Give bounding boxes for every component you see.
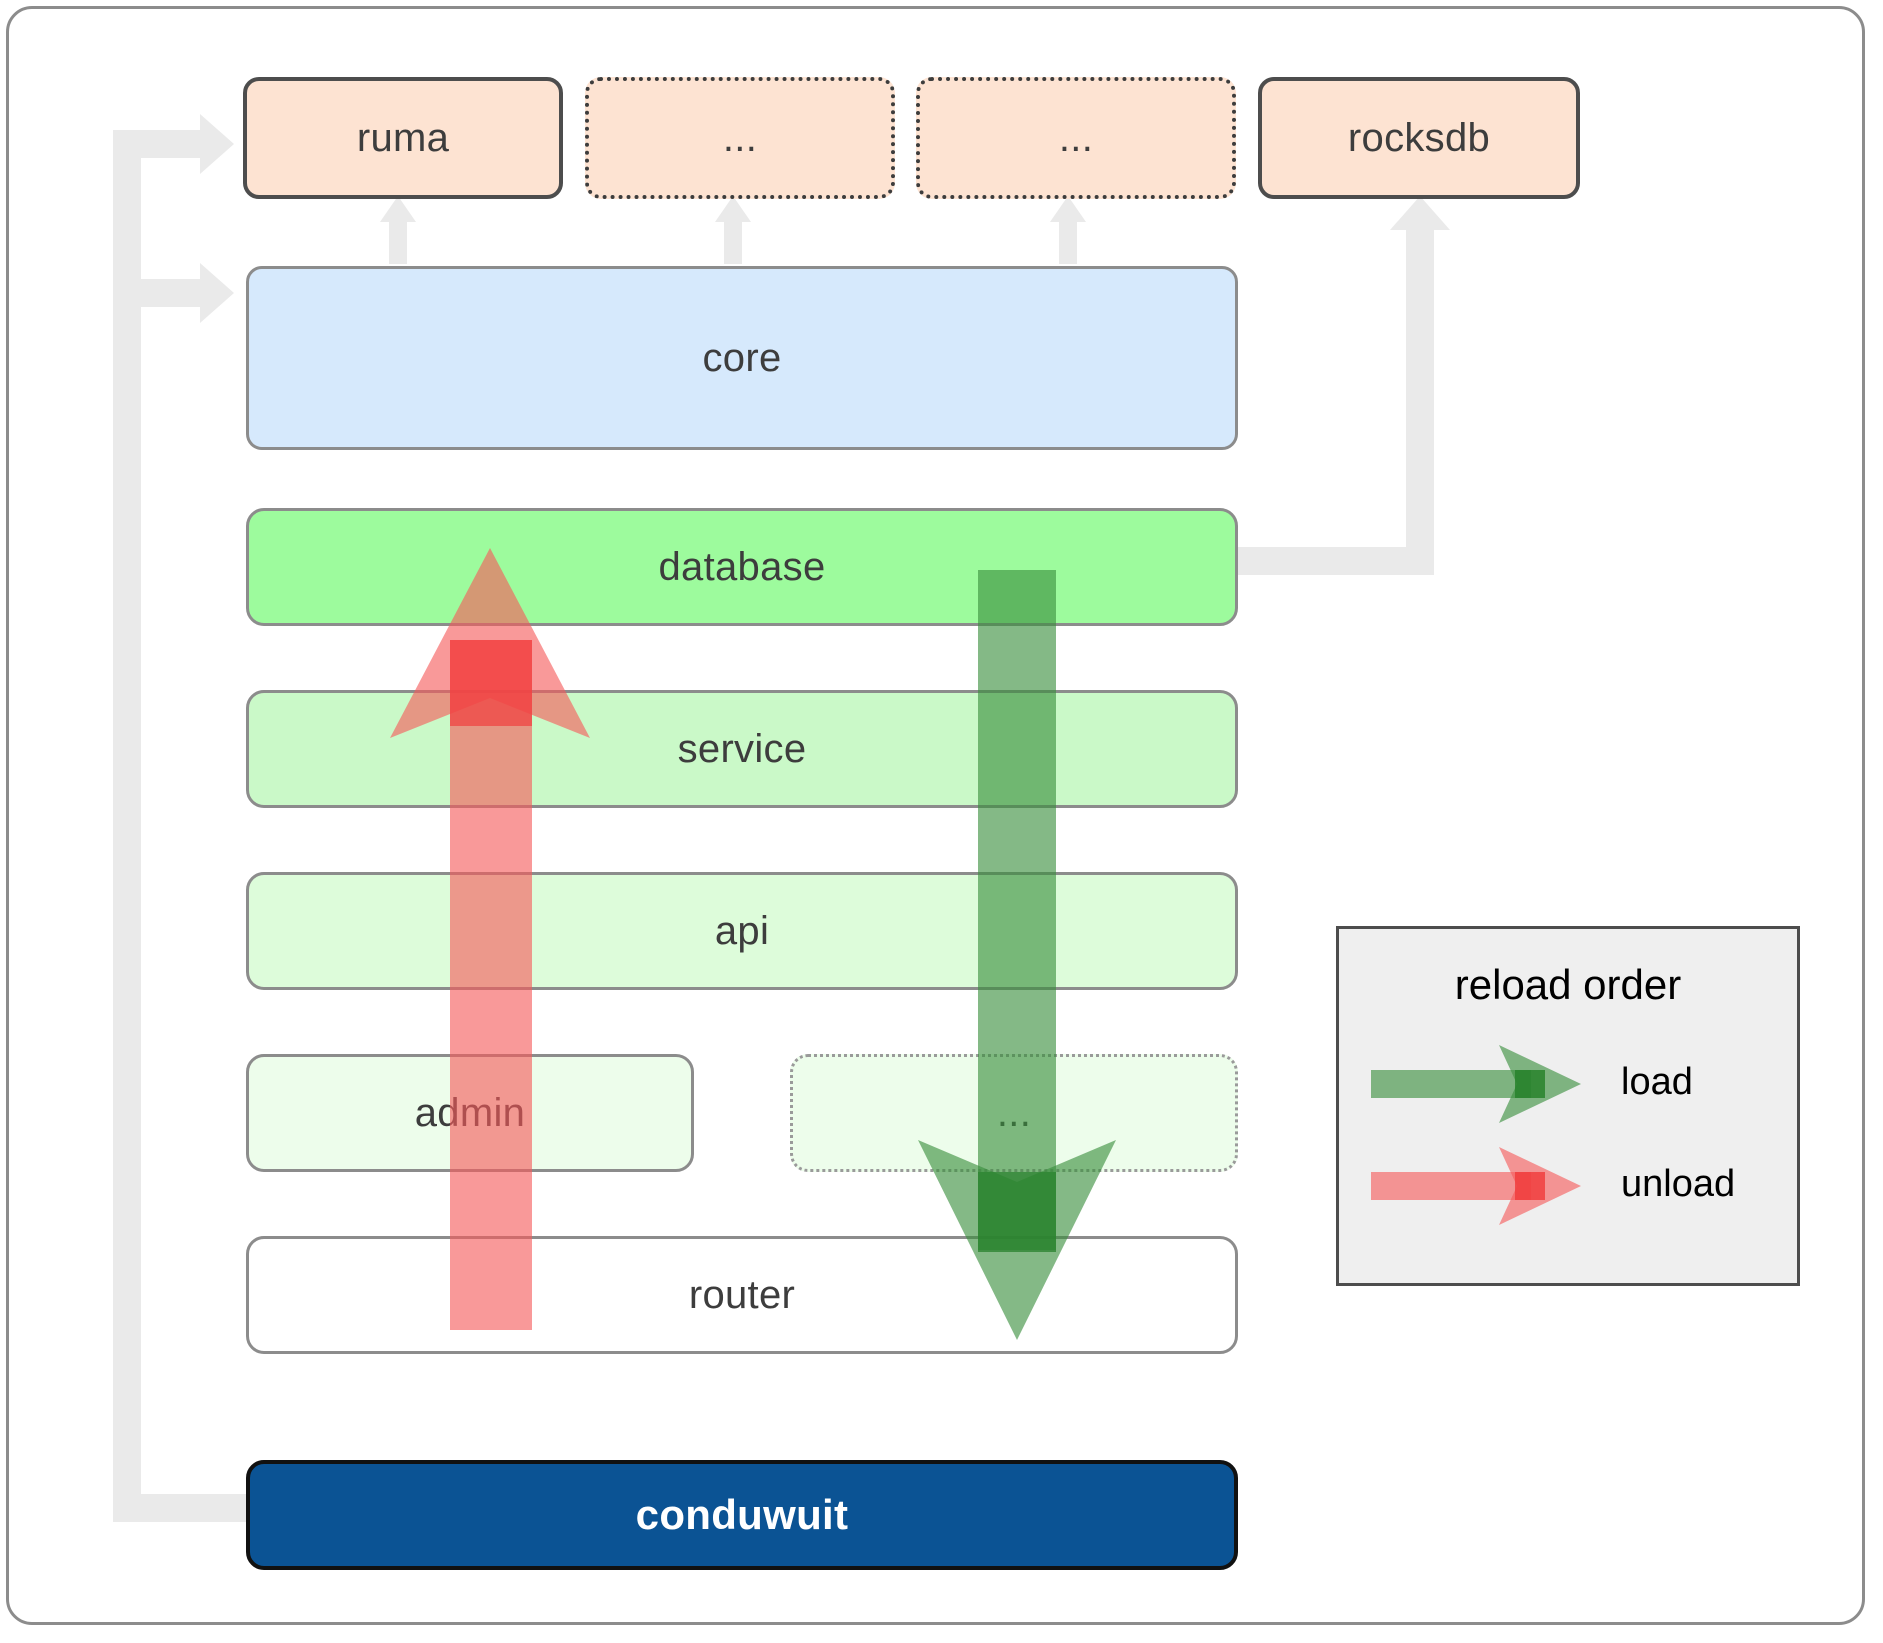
legend-load-bar: [1371, 1070, 1531, 1098]
connector-core-to-ruma-stem: [389, 216, 407, 264]
layer-service-label: service: [677, 726, 807, 771]
diagram-frame: [6, 6, 1865, 1625]
layer-database-label: database: [658, 544, 826, 589]
layer-router[interactable]: router: [246, 1236, 1238, 1354]
legend-load-label: load: [1621, 1061, 1693, 1103]
connector-core-to-dots2-icon: [1050, 196, 1086, 222]
legend-panel: reload order load unload: [1336, 926, 1800, 1286]
unload-arrow-shaft: [450, 640, 532, 1330]
connector-core-to-ruma-icon: [380, 196, 416, 222]
layer-api-label: api: [714, 908, 770, 953]
binary-conduwuit[interactable]: conduwuit: [246, 1460, 1238, 1570]
legend-title: reload order: [1454, 961, 1682, 1008]
connector-branch-ruma: [113, 130, 203, 158]
crate-ruma-label: ruma: [356, 115, 450, 160]
connector-arrow-rocksdb-icon: [1390, 196, 1450, 230]
crate-rocksdb-label: rocksdb: [1347, 115, 1491, 160]
connector-core-to-dots1-stem: [724, 216, 742, 264]
unload-arrow-overlap: [450, 640, 532, 726]
binary-conduwuit-label: conduwuit: [635, 1491, 849, 1538]
load-arrow-overlap: [978, 1172, 1056, 1252]
legend-unload-label: unload: [1621, 1163, 1736, 1205]
crate-placeholder-1[interactable]: ...: [585, 77, 895, 199]
connector-core-to-dots1-icon: [715, 196, 751, 222]
layer-router-label: router: [688, 1272, 796, 1317]
crate-placeholder-2-label: ...: [1058, 115, 1094, 160]
connector-database-to-rocksdb-v: [1406, 228, 1434, 575]
legend-unload-bar: [1371, 1172, 1531, 1200]
crate-rocksdb[interactable]: rocksdb: [1258, 77, 1580, 199]
connector-branch-core: [113, 279, 203, 307]
crate-placeholder-2[interactable]: ...: [916, 77, 1236, 199]
connector-core-to-dots2-stem: [1059, 216, 1077, 264]
connector-arrow-core-icon: [200, 263, 234, 323]
crate-ruma[interactable]: ruma: [243, 77, 563, 199]
connector-trunk-vertical: [113, 130, 141, 1522]
crate-placeholder-1-label: ...: [722, 115, 758, 160]
legend-load-overlap: [1515, 1070, 1545, 1098]
connector-arrow-ruma-icon: [200, 114, 234, 174]
layer-api[interactable]: api: [246, 872, 1238, 990]
layer-core[interactable]: core: [246, 266, 1238, 450]
layer-core-label: core: [702, 335, 782, 380]
load-arrow-shaft: [978, 570, 1056, 1250]
layer-database[interactable]: database: [246, 508, 1238, 626]
legend-unload-overlap: [1515, 1172, 1545, 1200]
